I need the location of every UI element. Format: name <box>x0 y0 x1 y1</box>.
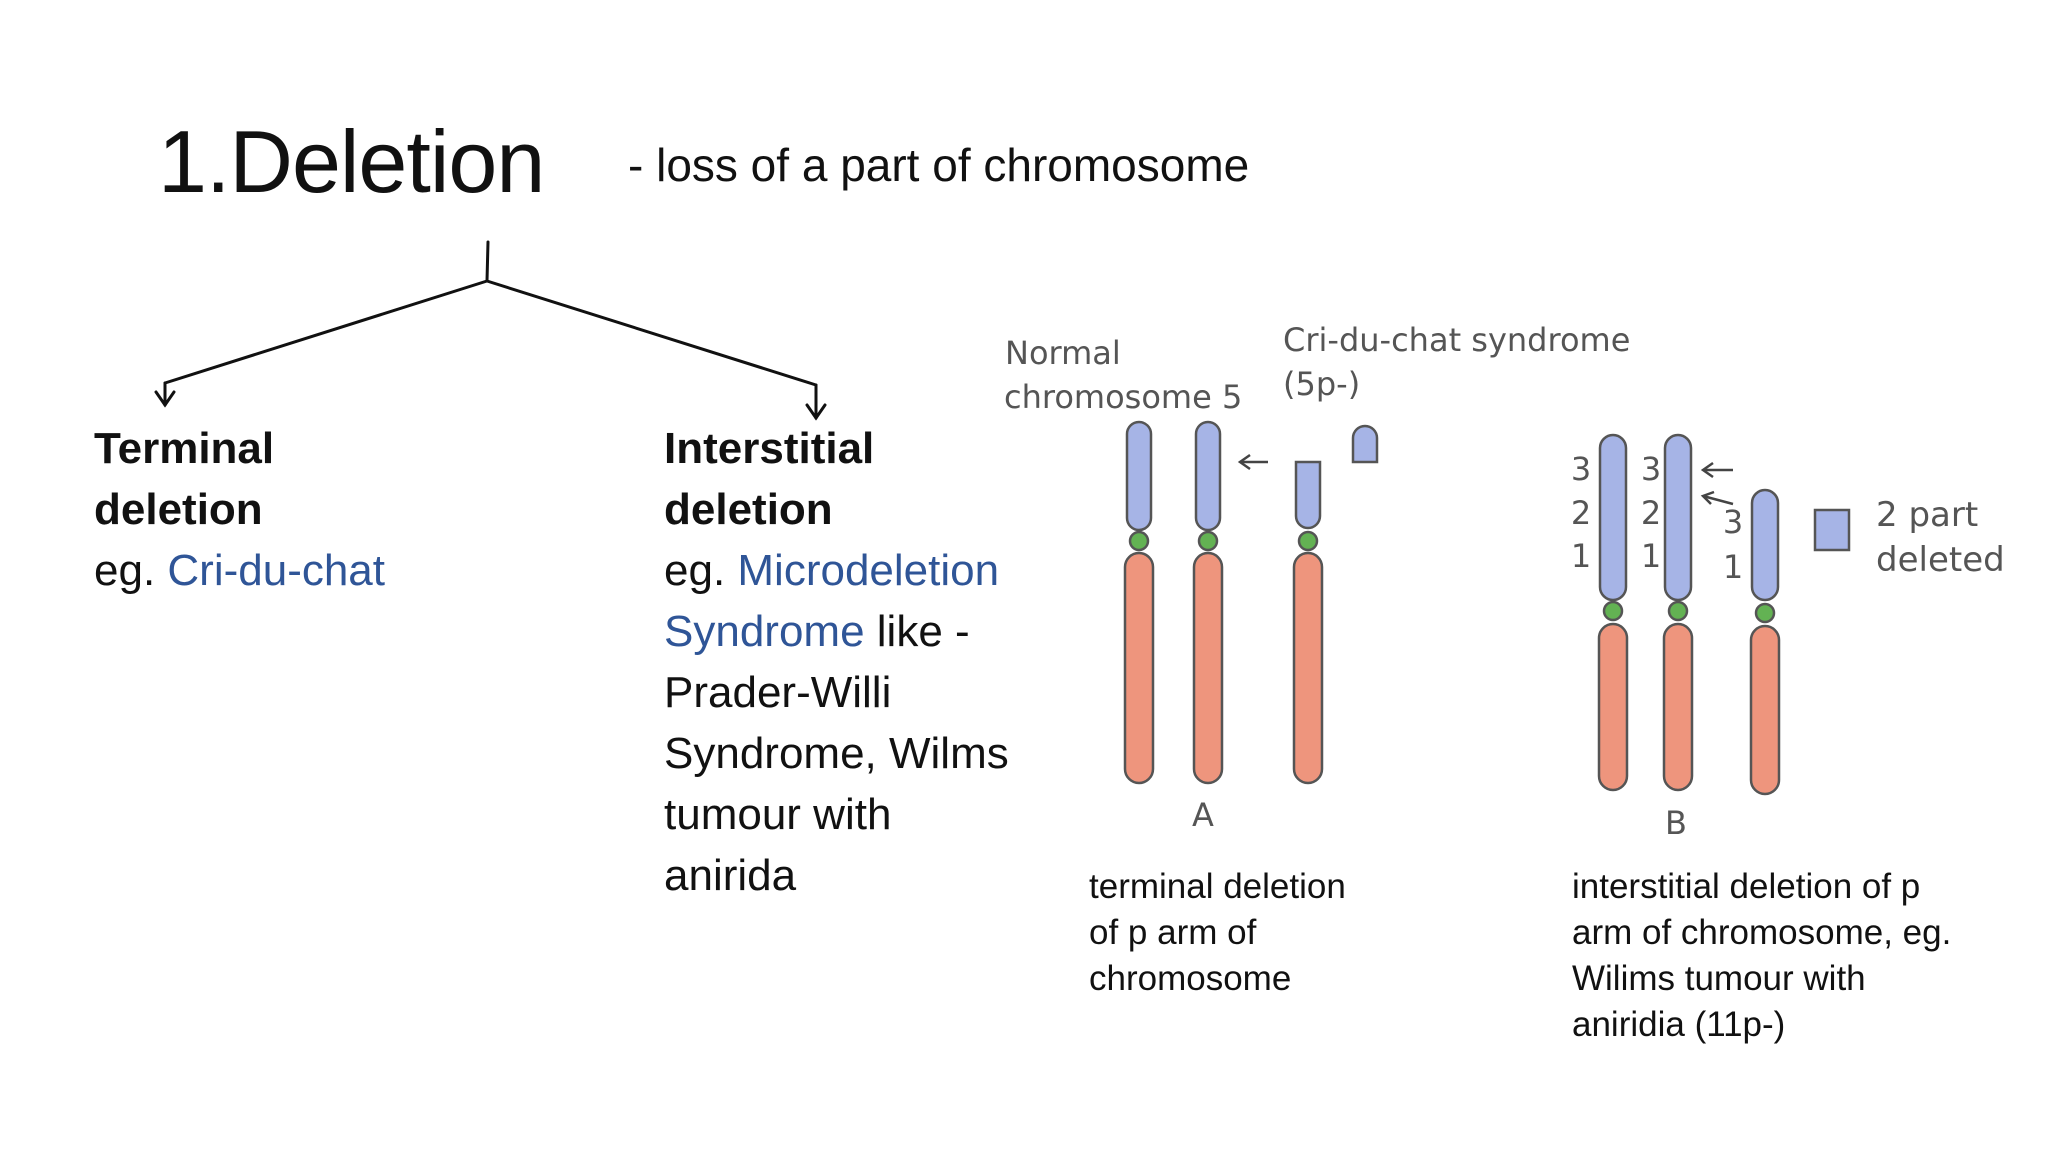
q-arm <box>1192 551 1224 785</box>
q-arm <box>1123 551 1155 785</box>
p-arm <box>1598 433 1628 602</box>
q-arm <box>1749 624 1781 796</box>
interstitial-deletion-branch: Interstitial deletion eg. Microdeletion … <box>664 418 1084 906</box>
arrow-left-icon <box>1237 453 1268 471</box>
centromere <box>1667 600 1689 622</box>
band-label: 1 <box>1723 548 1743 586</box>
definition-text: - loss of a part of chromosome <box>628 139 1250 191</box>
terminal-eg-prefix: eg. <box>94 546 168 595</box>
caption-line: aniridia (11p-) <box>1572 1005 1786 1044</box>
terminal-example: Cri-du-chat <box>167 546 386 595</box>
p-arm <box>1194 420 1222 532</box>
p-arm <box>1750 488 1780 602</box>
deleted-label-line2: deleted <box>1876 540 2005 580</box>
interstitial-deletion-caption: interstitial deletion of p arm of chromo… <box>1572 864 2012 1048</box>
q-arm <box>1292 551 1324 785</box>
p-arm <box>1294 460 1322 530</box>
arrow-left-icon <box>1700 490 1734 506</box>
chromosome-normal-a1 <box>1123 420 1155 785</box>
p-arm <box>1663 433 1693 602</box>
cri-du-chat-label-line2: (5p-) <box>1283 365 1360 403</box>
band-label: 1 <box>1641 537 1661 575</box>
normal-chromosome-label-line1: Normal <box>1005 334 1121 372</box>
interstitial-eg-prefix: eg. <box>664 546 738 595</box>
q-arm <box>1662 622 1694 792</box>
terminal-title-line2: deletion <box>94 485 263 534</box>
panel-b-label: B <box>1665 804 1687 842</box>
terminal-deletion-branch: Terminal deletion eg. Cri-du-chat <box>94 418 654 601</box>
caption-line: interstitial deletion of p <box>1572 867 1921 906</box>
interstitial-example-line1: Microdeletion <box>737 546 1000 595</box>
panel-a-label: A <box>1192 796 1214 834</box>
caption-line: arm of chromosome, eg. <box>1572 913 1952 952</box>
deleted-fragment-a <box>1351 424 1379 464</box>
tree-right-branch-line <box>485 279 818 387</box>
arrow-down-icon <box>805 403 827 421</box>
page-title: 1.Deletion <box>158 112 545 211</box>
tree-left-branch-line <box>163 279 489 385</box>
deleted-label-line1: 2 part <box>1876 495 1978 535</box>
cri-du-chat-label-line1: Cri-du-chat syndrome <box>1283 321 1630 359</box>
chromosome-interstitial-deleted <box>1749 488 1781 796</box>
centromere <box>1754 602 1776 624</box>
chromosome-normal-b1 <box>1597 433 1629 792</box>
arrow-down-icon <box>154 390 176 408</box>
p-arm <box>1125 420 1153 532</box>
deleted-fragment-b <box>1813 508 1851 552</box>
interstitial-example-item: Syndrome, Wilms <box>664 729 1009 778</box>
interstitial-example-item: Prader-Willi <box>664 668 892 717</box>
arrow-left-icon <box>1700 461 1733 479</box>
centromere <box>1128 530 1150 552</box>
interstitial-like-text: like - <box>864 607 970 656</box>
chromosome-normal-a2 <box>1192 420 1224 785</box>
tree-stem-line <box>485 240 490 283</box>
interstitial-title-line1: Interstitial <box>664 424 875 473</box>
q-arm <box>1597 622 1629 792</box>
caption-line: chromosome <box>1089 959 1292 998</box>
band-label: 2 <box>1571 494 1591 532</box>
centromere <box>1602 600 1624 622</box>
caption-line: terminal deletion <box>1089 867 1346 906</box>
normal-chromosome-label-line2: chromosome 5 <box>1004 378 1242 416</box>
interstitial-example-item: anirida <box>664 851 797 900</box>
chromosome-normal-b2 <box>1662 433 1694 792</box>
caption-line: Wilims tumour with <box>1572 959 1866 998</box>
terminal-deletion-caption: terminal deletion of p arm of chromosome <box>1089 864 1429 1002</box>
interstitial-example-line2: Syndrome <box>664 607 865 656</box>
band-label: 3 <box>1723 503 1743 541</box>
interstitial-title-line2: deletion <box>664 485 833 534</box>
terminal-title-line1: Terminal <box>94 424 275 473</box>
centromere <box>1197 530 1219 552</box>
caption-line: of p arm of <box>1089 913 1257 952</box>
band-label: 3 <box>1641 450 1661 488</box>
band-label: 2 <box>1641 494 1661 532</box>
band-label: 3 <box>1571 450 1591 488</box>
interstitial-example-item: tumour with <box>664 790 892 839</box>
band-label: 1 <box>1571 537 1591 575</box>
chromosome-5p-deleted <box>1292 460 1324 785</box>
centromere <box>1297 530 1319 552</box>
